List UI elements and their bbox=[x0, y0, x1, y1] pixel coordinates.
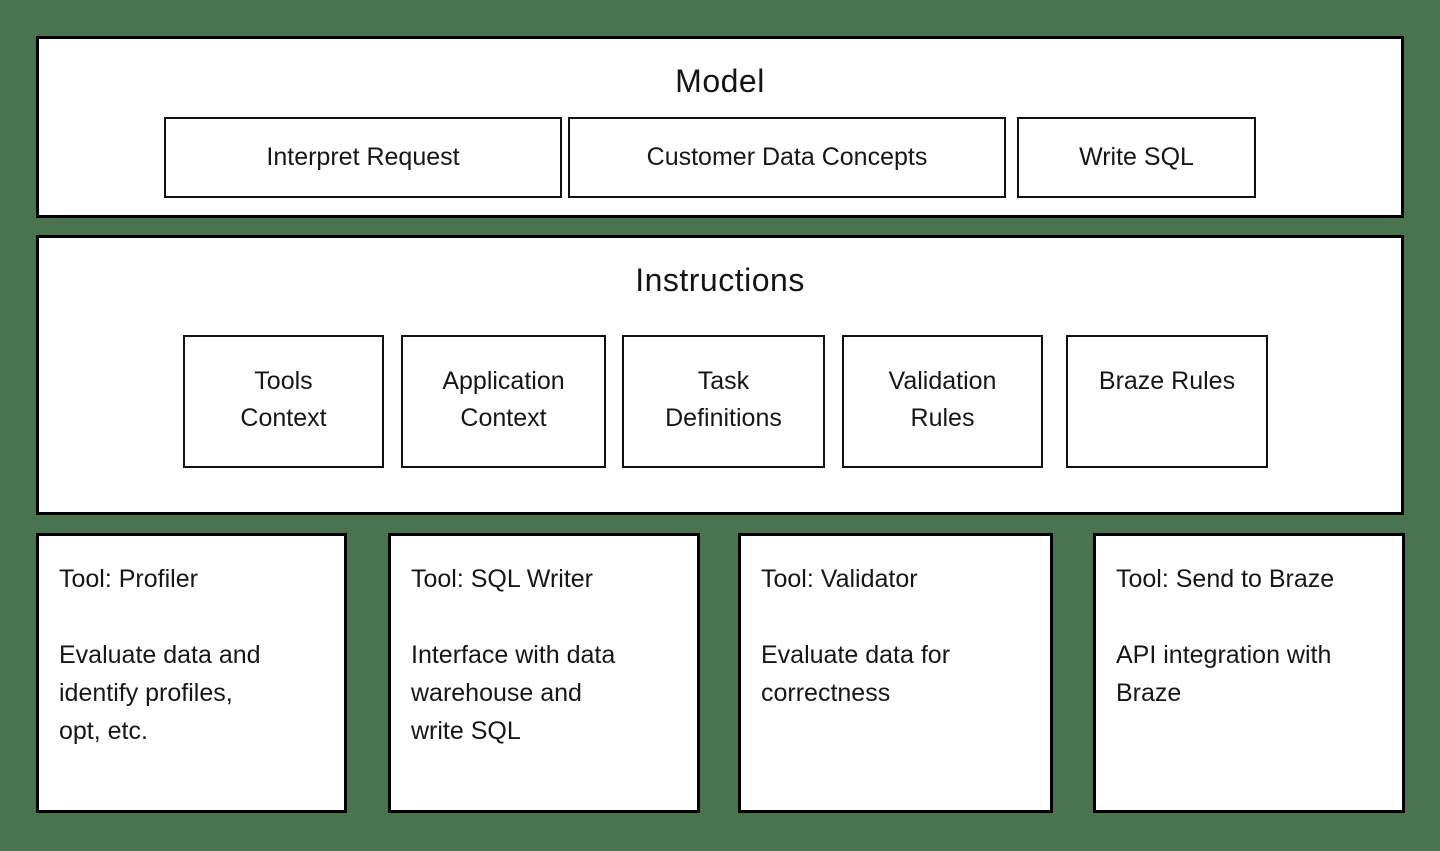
model-box-customer-data-concepts: Customer Data Concepts bbox=[568, 117, 1006, 198]
instructions-box-validation-rules: Validation Rules bbox=[842, 335, 1043, 468]
instructions-section: Instructions Tools Context Application C… bbox=[36, 235, 1404, 515]
model-box-label: Write SQL bbox=[1079, 143, 1194, 171]
model-box-label: Interpret Request bbox=[266, 143, 460, 171]
tool-card-validator: Tool: Validator Evaluate data for correc… bbox=[738, 533, 1053, 813]
tool-card-profiler: Tool: Profiler Evaluate data and identif… bbox=[36, 533, 347, 813]
model-box-interpret-request: Interpret Request bbox=[164, 117, 562, 198]
instructions-box-application-context: Application Context bbox=[401, 335, 606, 468]
tool-card-sql-writer: Tool: SQL Writer Interface with data war… bbox=[388, 533, 700, 813]
tool-title: Tool: Send to Braze bbox=[1116, 565, 1335, 593]
instructions-box-label: Tools Context bbox=[240, 367, 327, 432]
tool-description: API integration with Braze bbox=[1116, 641, 1332, 707]
tool-description: Evaluate data and identify profiles, opt… bbox=[59, 641, 261, 745]
instructions-box-braze-rules: Braze Rules bbox=[1066, 335, 1268, 468]
tool-card-send-to-braze: Tool: Send to Braze API integration with… bbox=[1093, 533, 1405, 813]
instructions-box-label: Braze Rules bbox=[1098, 367, 1236, 395]
instructions-section-title: Instructions bbox=[635, 262, 805, 298]
model-box-write-sql: Write SQL bbox=[1017, 117, 1256, 198]
instructions-box-label: Application Context bbox=[442, 367, 565, 432]
instructions-box-tools-context: Tools Context bbox=[183, 335, 384, 468]
instructions-box-task-definitions: Task Definitions bbox=[622, 335, 825, 468]
model-box-label: Customer Data Concepts bbox=[646, 143, 928, 171]
tool-title: Tool: Profiler bbox=[59, 565, 198, 593]
instructions-box-label: Task Definitions bbox=[665, 367, 782, 432]
tool-title: Tool: Validator bbox=[761, 565, 918, 593]
model-section: Model Interpret Request Customer Data Co… bbox=[36, 36, 1404, 218]
tool-description: Interface with data warehouse and write … bbox=[411, 641, 616, 745]
model-section-title: Model bbox=[675, 63, 765, 99]
instructions-box-label: Validation Rules bbox=[888, 367, 997, 432]
tool-description: Evaluate data for correctness bbox=[761, 641, 951, 707]
tool-title: Tool: SQL Writer bbox=[411, 565, 593, 593]
